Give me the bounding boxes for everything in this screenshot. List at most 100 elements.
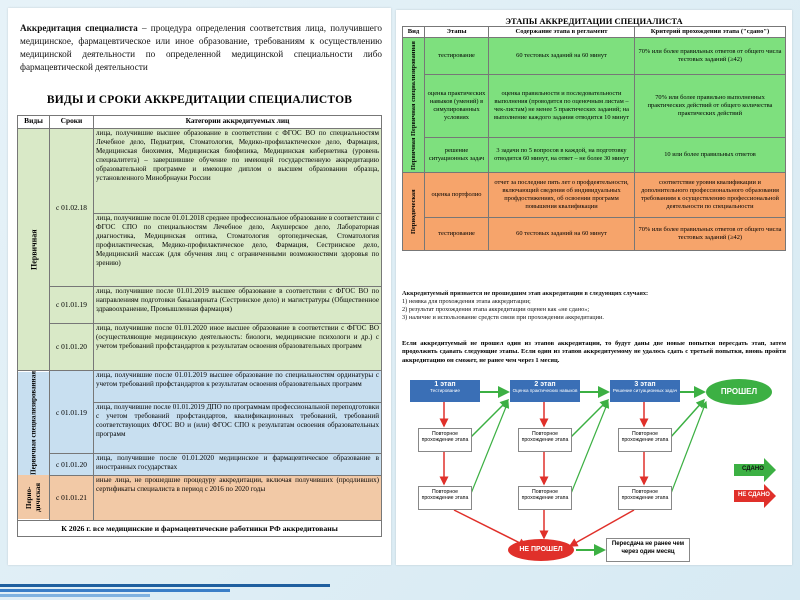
left-heading: ВИДЫ И СРОКИ АККРЕДИТАЦИИ СПЕЦИАЛИСТОВ xyxy=(46,94,353,106)
row-category: лица, получившие после 01.01.2019 высшее… xyxy=(93,370,382,403)
table-header-row: Виды Сроки Категории аккредитуемых лиц xyxy=(17,115,382,129)
table-row: лица, получившие после 01.01.2019 ДПО по… xyxy=(18,401,382,455)
stages-title: ЭТАПЫ АККРЕДИТАЦИИ СПЕЦИАЛИСТА xyxy=(505,16,683,26)
row-criterion: 70% или более правильных ответов от обще… xyxy=(634,37,786,75)
stage-1-sub: Тестирование xyxy=(430,388,460,393)
row-criterion: 70% или более правильных ответов от обще… xyxy=(634,217,786,251)
right-panel: ЭТАПЫ АККРЕДИТАЦИИ СПЕЦИАЛИСТА Вид Этапы… xyxy=(396,10,792,565)
row-date: с 01.02.18 xyxy=(49,128,94,287)
row-content: 3 задачи по 5 вопросов в каждой, на подг… xyxy=(488,137,635,173)
row-category: лица, получившие высшее образование в со… xyxy=(93,128,382,214)
accreditation-types-table: Виды Сроки Категории аккредитуемых лиц П… xyxy=(17,115,382,537)
decor-stripe xyxy=(0,589,230,592)
row-date: с 01.01.20 xyxy=(49,453,94,476)
table-footer: К 2026 г. все медицинские и фармацевтиче… xyxy=(17,519,382,537)
stage-1-label: 1 этап xyxy=(434,381,456,388)
kind-periodic: Периодическая xyxy=(402,172,425,251)
table-row: Периодическая оценка портфолио отчет за … xyxy=(402,172,786,251)
stage-2-button: 2 этап Оценка практических навыков xyxy=(510,380,580,402)
intro-paragraph: Аккредитация специалиста – процедура опр… xyxy=(20,22,382,74)
table-row: с 01.01.19 лица, получившие после 01.01.… xyxy=(18,286,382,324)
table-row: с 01.01.20 лица, получившие после 01.01.… xyxy=(18,323,382,371)
header-kind: Вид xyxy=(402,26,425,38)
type-primary: Первичная xyxy=(17,128,50,371)
retry-rule: Если аккредитуемый не прошел один из эта… xyxy=(402,340,786,364)
row-criterion: 10 или более правильных ответов xyxy=(634,137,786,173)
row-criterion: соответствие уровня квалификации и допол… xyxy=(634,172,786,218)
row-date: с 01.01.19 xyxy=(49,369,94,455)
row-stage: тестирование xyxy=(424,217,489,251)
left-panel: Аккредитация специалиста – процедура опр… xyxy=(8,8,391,565)
flow-arrows xyxy=(439,386,776,556)
header-criterion: Критерий прохождения этапа ("сдано") xyxy=(634,26,786,38)
intro-term: Аккредитация специалиста xyxy=(20,23,138,33)
retry-month-box: Пересдача не ранее чем через один месяц xyxy=(606,538,690,562)
row-content: отчет за последние пять лет о профдеятел… xyxy=(488,172,635,218)
row-content: 60 тестовых заданий на 60 минут xyxy=(488,217,635,251)
row-criterion: 70% или более правильно выполненных прак… xyxy=(634,74,786,138)
legend-pass-arrow xyxy=(734,458,776,482)
note-item: 2) результат прохождения этапа аккредита… xyxy=(402,305,590,313)
table-row: с 01.01.20 лица, получившие после 01.01.… xyxy=(18,453,382,476)
table-row: решение ситуационных задач 3 задачи по 5… xyxy=(403,137,786,173)
bottom-decoration xyxy=(0,580,800,600)
failed-oval: НЕ ПРОШЕЛ xyxy=(508,539,574,561)
row-stage: тестирование xyxy=(424,37,489,75)
type-primary-specialized: Первичная специализированная xyxy=(17,370,50,476)
failure-notes: Аккредитуемый признается не прошедшим эт… xyxy=(402,290,786,322)
type-periodic: Перио-дическая xyxy=(17,475,50,521)
stage-3-sub: Решение ситуационных задач xyxy=(612,388,678,393)
row-date: с 01.01.19 xyxy=(49,286,94,324)
table-row: Первичная специализированная с 01.01.19 … xyxy=(17,369,382,476)
stages-table: Вид Этапы Содержание этапа в регламент К… xyxy=(402,26,786,251)
header-categories: Категории аккредитуемых лиц xyxy=(93,115,382,129)
retry-box: Повторное прохождение этапа xyxy=(418,486,472,510)
header-types: Виды xyxy=(17,115,50,129)
table-row: Перио-дическая с 01.01.21 иные лица, не … xyxy=(17,474,382,521)
header-stages: Этапы xyxy=(424,26,489,38)
intro-text: – процедура определения соответствия лиц… xyxy=(20,23,382,72)
stages-header-row: Вид Этапы Содержание этапа в регламент К… xyxy=(402,26,786,38)
retry-box: Повторное прохождение этапа xyxy=(518,428,572,452)
table-row: Первичная с 01.02.18 лица, получившие вы… xyxy=(17,128,382,371)
table-row: тестирование 60 тестовых заданий на 60 м… xyxy=(403,217,786,251)
retry-box: Повторное прохождение этапа xyxy=(518,486,572,510)
notes-title: Аккредитуемый признается не прошедшим эт… xyxy=(402,290,649,297)
row-category: лица, получившие после 01.01.2019 ДПО по… xyxy=(93,401,382,455)
row-category: лица, получившие после 01.01.2019 высшее… xyxy=(93,286,382,324)
decor-stripe xyxy=(0,584,330,587)
table-footer-row: К 2026 г. все медицинские и фармацевтиче… xyxy=(17,519,382,537)
accreditation-flowchart: 1 этап Тестирование 2 этап Оценка практи… xyxy=(404,378,784,563)
header-content: Содержание этапа в регламент xyxy=(488,26,635,38)
row-stage: оценка практических навыков (умений) в с… xyxy=(424,74,489,138)
header-dates: Сроки xyxy=(49,115,94,129)
retry-box: Повторное прохождение этапа xyxy=(618,486,672,510)
row-stage: оценка портфолио xyxy=(424,172,489,218)
legend-fail-label: НЕ СДАНО xyxy=(738,492,770,498)
stage-3-label: 3 этап xyxy=(634,381,656,388)
stage-2-label: 2 этап xyxy=(534,381,556,388)
stage-3-button: 3 этап Решение ситуационных задач xyxy=(610,380,680,402)
row-category: лица, получившие после 01.01.2018 средне… xyxy=(93,213,382,287)
table-row: Первичная Первичная специализированная т… xyxy=(402,37,786,173)
passed-oval: ПРОШЕЛ xyxy=(706,379,772,405)
row-stage: решение ситуационных задач xyxy=(424,137,489,173)
table-row: оценка практических навыков (умений) в с… xyxy=(403,74,786,138)
row-category: иные лица, не прошедшие процедуру аккред… xyxy=(93,474,382,521)
note-item: 1) неявка для прохождения этапа аккредит… xyxy=(402,297,531,305)
row-date: с 01.01.21 xyxy=(49,474,94,521)
decor-stripe xyxy=(0,594,150,597)
legend-pass-label: СДАНО xyxy=(742,466,764,472)
note-item: 3) наличие и использование средств связи… xyxy=(402,313,604,321)
row-category: лица, получившие после 01.01.2020 медици… xyxy=(93,453,382,476)
legend-fail-arrow xyxy=(734,484,776,508)
kind-primary: Первичная Первичная специализированная xyxy=(402,37,425,173)
row-category: лица, получившие после 01.01.2020 иное в… xyxy=(93,323,382,371)
stage-1-button: 1 этап Тестирование xyxy=(410,380,480,402)
retry-box: Повторное прохождение этапа xyxy=(618,428,672,452)
row-date: с 01.01.20 xyxy=(49,323,94,371)
row-content: оценка правильности и последовательности… xyxy=(488,74,635,138)
retry-box: Повторное прохождение этапа xyxy=(418,428,472,452)
row-content: 60 тестовых заданий на 60 минут xyxy=(488,37,635,75)
